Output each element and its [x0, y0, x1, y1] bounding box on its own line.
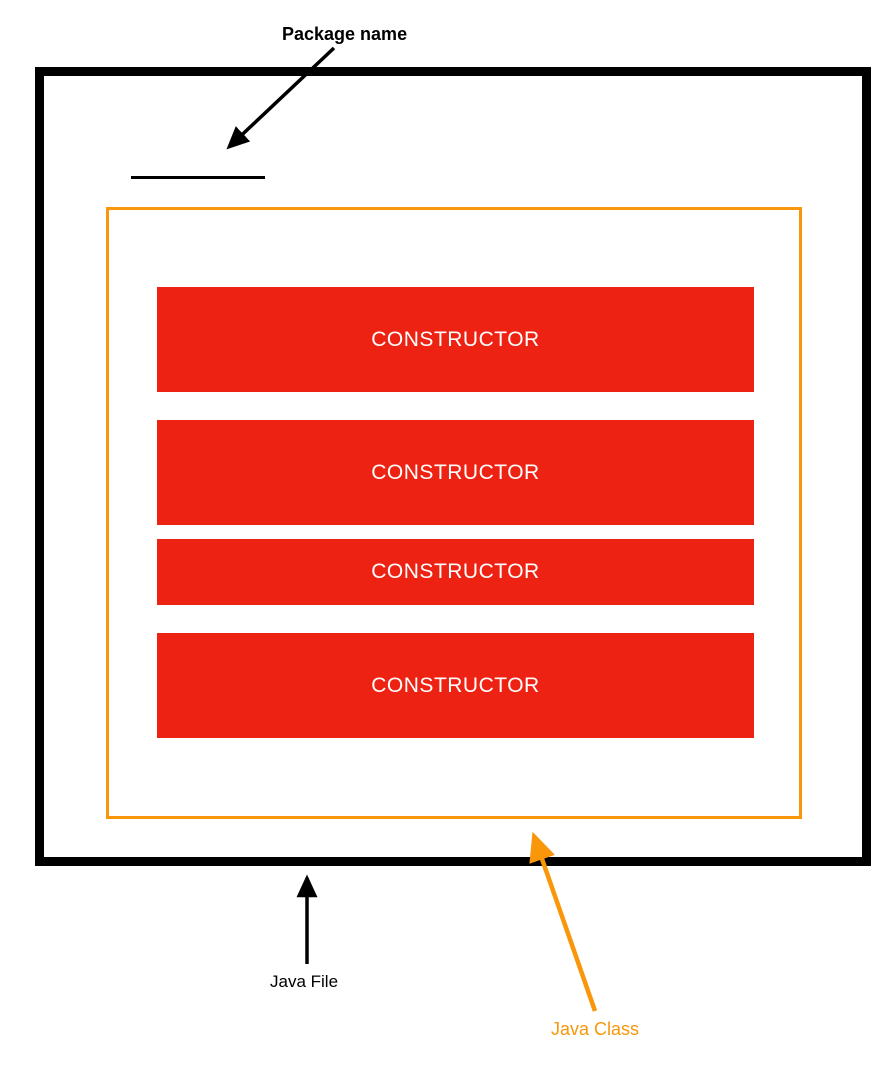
java-class-box [106, 207, 802, 819]
constructor-label: CONSTRUCTOR [371, 560, 540, 583]
constructor-block: CONSTRUCTOR [157, 287, 754, 392]
constructor-block: CONSTRUCTOR [157, 420, 754, 525]
constructor-label: CONSTRUCTOR [371, 327, 540, 351]
java-file-box [35, 67, 871, 866]
package-name-underline [131, 176, 265, 179]
java-file-label: Java File [270, 972, 339, 991]
java-class-label: Java Class [551, 1019, 640, 1039]
package-name-label: Package name [282, 24, 408, 44]
constructor-block: CONSTRUCTOR [157, 539, 754, 605]
constructor-label: CONSTRUCTOR [371, 460, 540, 484]
constructor-label: CONSTRUCTOR [371, 673, 540, 697]
constructor-block: CONSTRUCTOR [157, 633, 754, 738]
